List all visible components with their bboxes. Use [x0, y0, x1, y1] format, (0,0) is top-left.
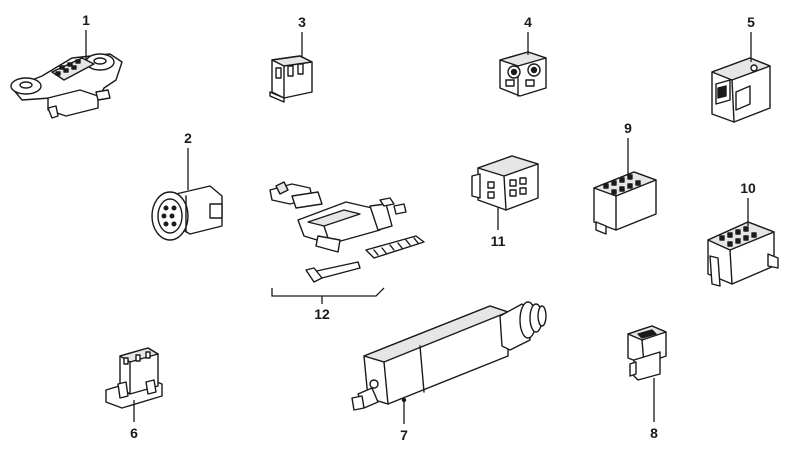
part-12-connector-kit[interactable]: [269, 181, 425, 283]
callout-5: 5: [747, 14, 755, 30]
part-11-relay-connector[interactable]: [471, 155, 539, 211]
part-5-block-connector[interactable]: [711, 57, 771, 123]
part-2-round-connector[interactable]: [151, 185, 223, 241]
callout-7: 7: [400, 427, 408, 443]
callout-1: 1: [82, 12, 90, 28]
part-8-plug-connector[interactable]: [627, 325, 667, 381]
callout-6: 6: [130, 425, 138, 441]
callout-9: 9: [624, 120, 632, 136]
part-1-bracket-connector[interactable]: [10, 53, 123, 119]
part-3-connector[interactable]: [269, 55, 313, 103]
bracket-12: [271, 287, 385, 297]
part-10-multipin-connector[interactable]: [707, 221, 779, 287]
part-6-base-connector[interactable]: [105, 347, 163, 409]
part-4-square-connector[interactable]: [499, 51, 547, 97]
callout-12: 12: [314, 306, 330, 322]
callout-3: 3: [298, 14, 306, 30]
callout-10: 10: [740, 180, 756, 196]
callout-11: 11: [491, 233, 506, 249]
callout-4: 4: [524, 14, 532, 30]
callout-8: 8: [650, 425, 658, 441]
part-7-connector-housing[interactable]: [351, 301, 547, 411]
callout-2: 2: [184, 130, 192, 146]
part-9-multipin-connector[interactable]: [593, 171, 657, 235]
